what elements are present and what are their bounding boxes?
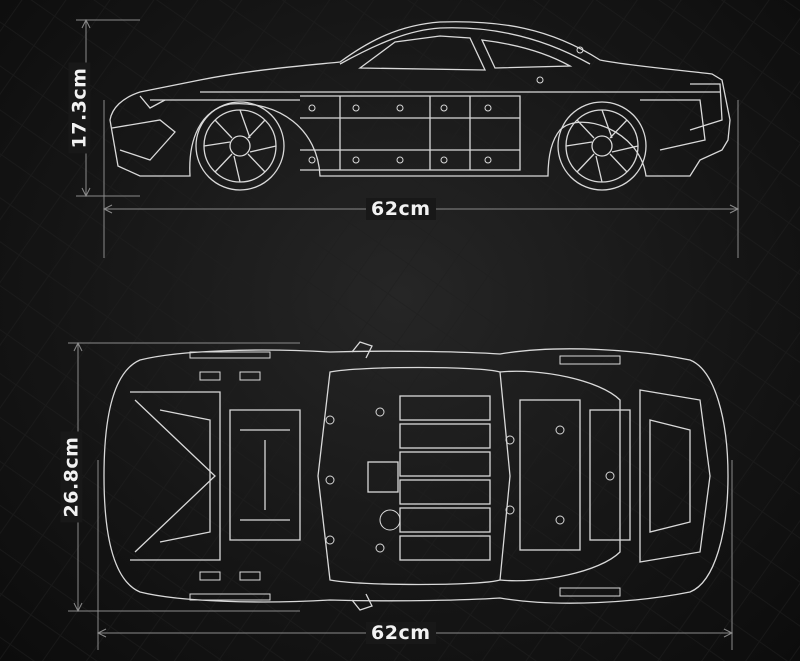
car-top-view (103, 341, 729, 611)
side-height-label: 17.3cm (68, 62, 91, 154)
car-side-view (109, 21, 731, 191)
top-width-label: 26.8cm (60, 431, 83, 523)
top-length-label: 62cm (366, 622, 436, 644)
side-length-dimension (102, 100, 740, 258)
side-length-label: 62cm (366, 198, 436, 220)
top-width-dimension (68, 341, 300, 613)
